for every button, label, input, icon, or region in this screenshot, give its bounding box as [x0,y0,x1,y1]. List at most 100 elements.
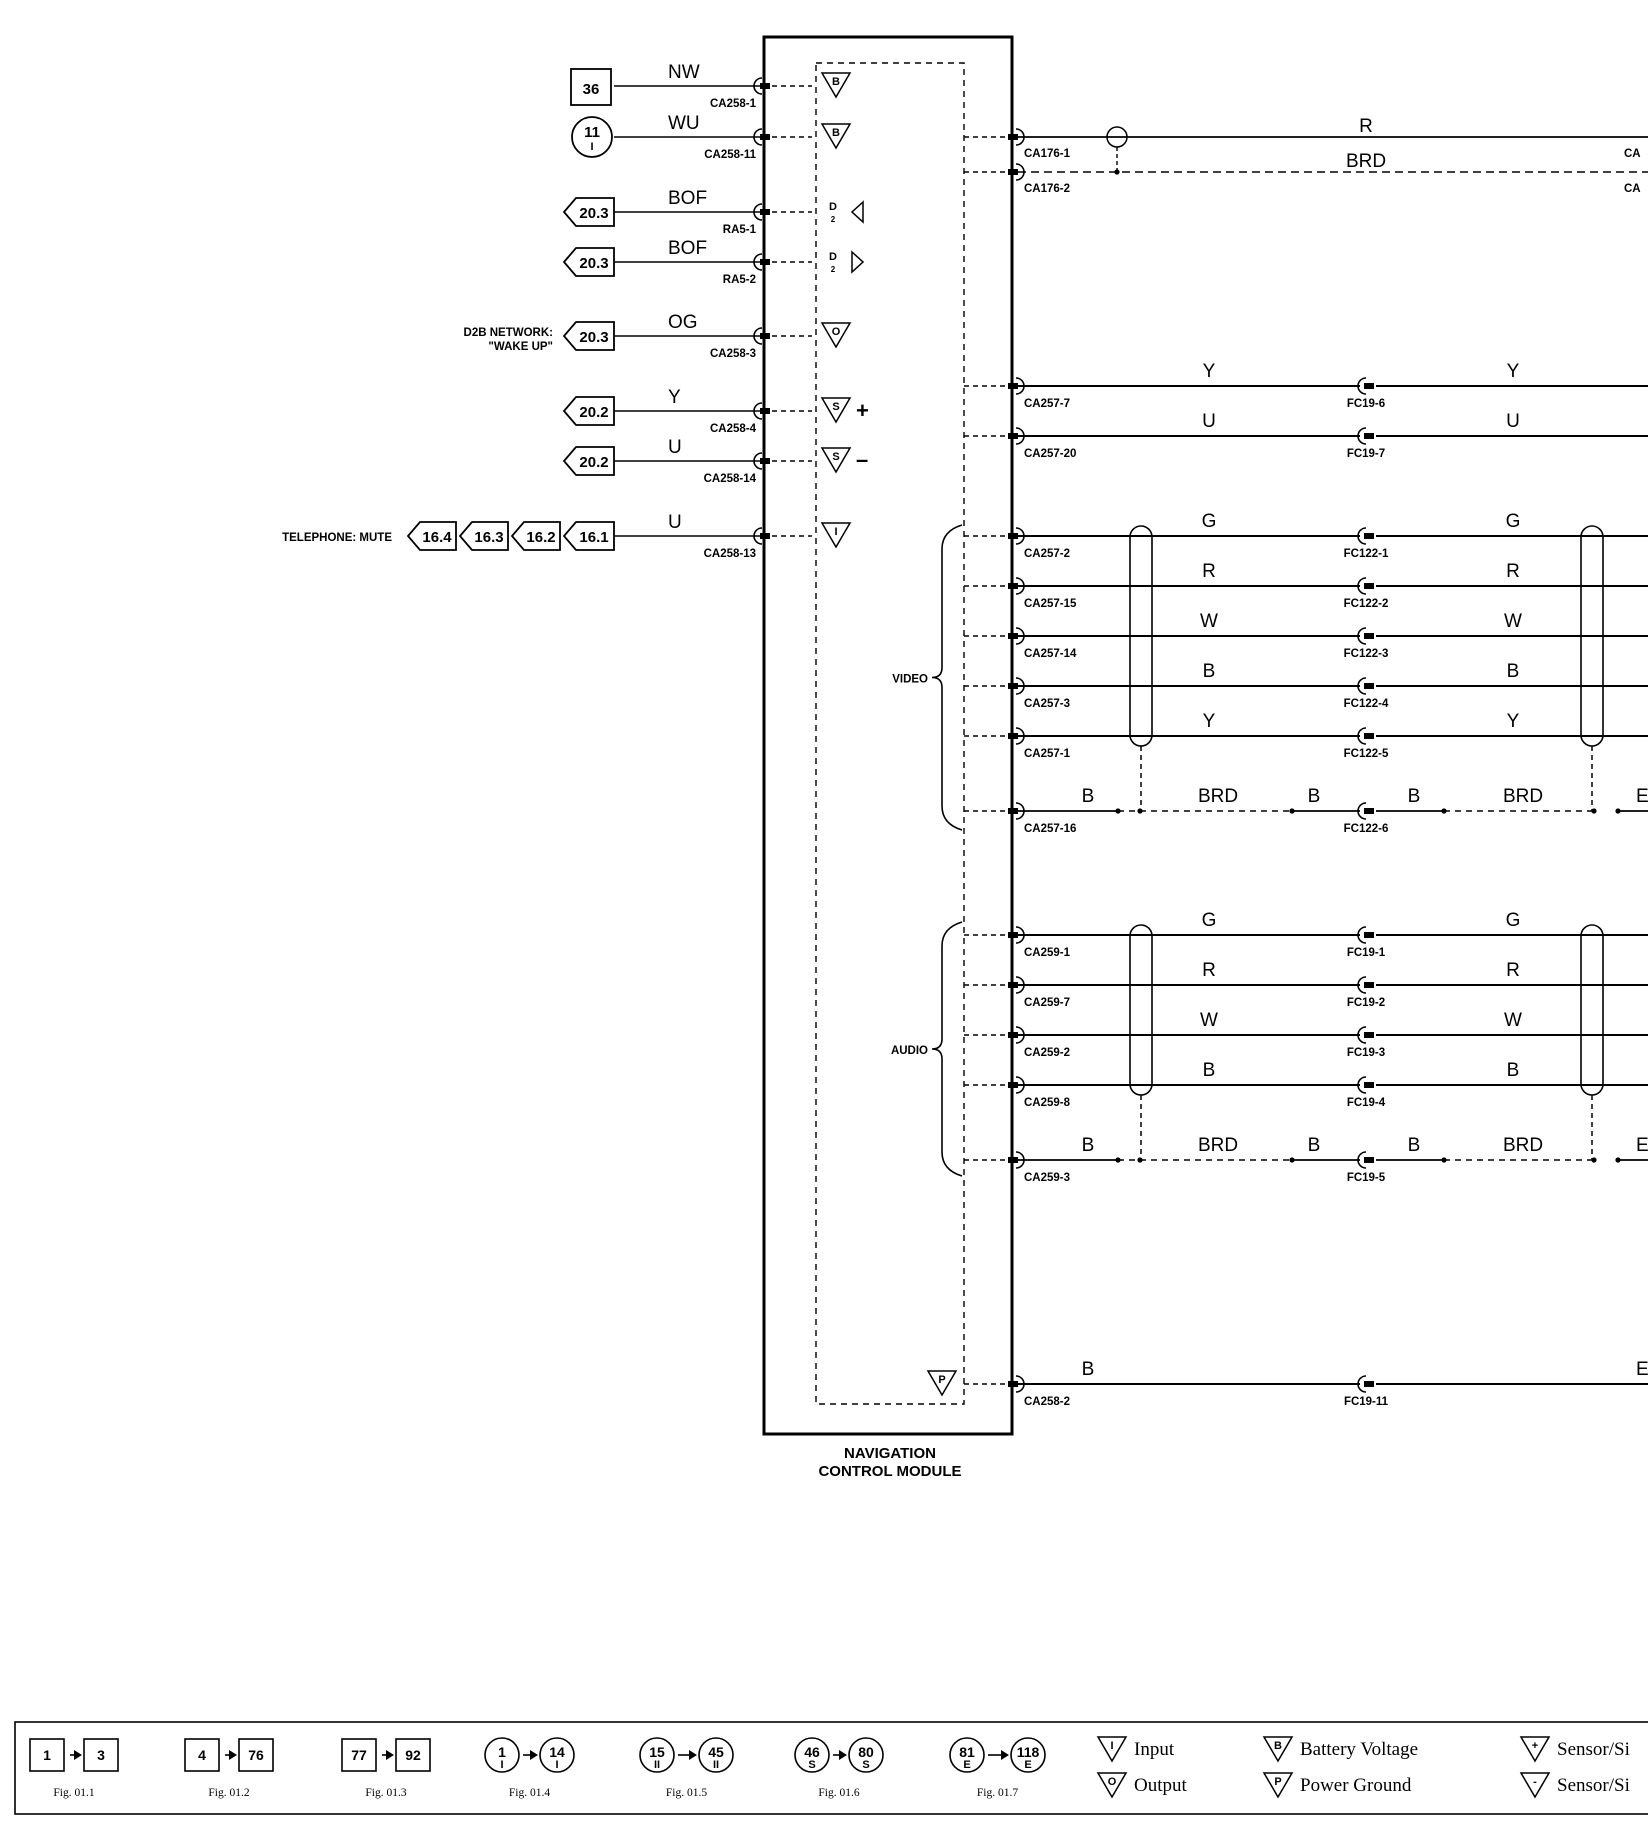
connector-id: RA5-2 [723,274,756,286]
legend-from: 1 [498,1744,506,1760]
video-group-brace [931,524,963,831]
wire-color-label: BRD [1346,151,1386,172]
legend-circle [484,1737,520,1773]
legend-circle [698,1737,734,1773]
connector-pin [1357,976,1367,994]
connector-pin [760,134,770,140]
connector-pin [1008,1381,1018,1387]
wire-color-label: Y [1203,361,1216,382]
connector-id: CA258-14 [704,473,757,485]
legend-sub: II [654,1759,660,1771]
battery-voltage-symbol-letter: B [832,76,840,88]
connector-id: FC19-6 [1347,398,1385,410]
connector-id: CA258-3 [710,348,756,360]
plus-sign: + [856,398,869,423]
d2b-symbol: 2 [831,265,836,274]
connector-pin [1008,982,1018,988]
connector-pin [1364,683,1374,689]
wire-color-label: G [1202,910,1217,931]
connector-id: FC19-3 [1347,1047,1385,1059]
reference-box [570,68,612,106]
legend-symbol-0 [1096,1736,1128,1763]
connector-pin [753,253,763,271]
connector-id: CA257-7 [1024,398,1070,410]
connector-pin [1008,383,1018,389]
d2b-symbol: 2 [831,215,836,224]
connector-pin [1364,433,1374,439]
legend-to: 80 [858,1744,874,1760]
legend-from: 1 [43,1747,51,1763]
connector-id: CA [1624,183,1641,195]
connector-id: CA258-11 [704,149,756,161]
wire-color-label: BRD [1503,786,1543,807]
legend-to: 45 [708,1744,724,1760]
legend-from: 77 [351,1747,367,1763]
arrow-reference-label: 16.1 [579,529,608,546]
arrow-reference-label: 20.3 [579,205,608,222]
wire-color-label: W [1200,1010,1218,1031]
d2b-symbol: D [829,201,837,213]
legend-box [395,1738,431,1772]
legend-box [341,1738,377,1772]
connector-pin [1008,932,1018,938]
cable-shield [1129,924,1153,1096]
legend-fig-label: Fig. 01.7 [977,1787,1018,1799]
legend-to: 76 [248,1747,264,1763]
connector-id: FC122-1 [1344,548,1389,560]
arrow-reference [562,247,615,277]
connector-id: FC122-3 [1344,648,1389,660]
splice-dot [1137,1157,1143,1163]
legend-to: 118 [1017,1744,1040,1760]
reference-box-label: 36 [583,81,600,98]
arrow-reference [406,521,457,551]
connector-pin [1357,427,1367,445]
connector-pin [1364,633,1374,639]
connector-pin [753,77,763,95]
legend-frame [14,1721,1648,1815]
input-symbol-letter: I [834,526,837,538]
legend-symbol-5-letter: - [1533,1776,1537,1788]
connector-pin [1008,683,1018,689]
arrow-reference-label: 20.3 [579,329,608,346]
arrow-reference [562,446,615,476]
wire-color-label: R [1202,561,1216,582]
connector-id: CA257-2 [1024,548,1070,560]
legend-symbol-2-letter: B [1274,1740,1282,1752]
connector-pin [1357,1375,1367,1393]
output-symbol-letter: O [832,326,841,338]
connector-id: FC19-1 [1347,947,1386,959]
connector-id: CA258-13 [704,548,756,560]
d2b-symbol: D [829,251,837,263]
connector-id: FC19-7 [1347,448,1385,460]
connector-pin [1357,1026,1367,1044]
connector-id: FC19-2 [1347,997,1385,1009]
connector-id: CA257-15 [1024,598,1077,610]
connector-pin [1008,533,1018,539]
legend-arrowhead [839,1750,847,1760]
wire-color-label: B [1308,1135,1321,1156]
legend-circle [639,1737,675,1773]
connector-pin [753,402,763,420]
connector-id: CA258-1 [710,98,757,110]
d2b-direction-arrow [850,200,864,224]
legend-symbol-label: Input [1134,1739,1175,1760]
connector-id: CA258-2 [1024,1396,1070,1408]
wire-color-label: U [668,437,682,458]
connector-pin [760,458,770,464]
legend-box [83,1738,119,1772]
connector-pin [1357,1151,1367,1169]
legend-to: 3 [97,1747,105,1763]
wire-color-label: G [1506,511,1521,532]
connector-pin [1008,1082,1018,1088]
connector-pin [1364,383,1374,389]
connector-pin [1008,733,1018,739]
wire-color-label: Y [1507,711,1520,732]
legend-symbol-label: Sensor/Si [1557,1739,1630,1760]
legend-box [184,1738,220,1772]
connector-id: CA258-4 [710,423,757,435]
connector-pin [1364,733,1374,739]
reference-circle-sub: I [590,141,593,153]
connector-pin [1357,727,1367,745]
legend-symbol-1-letter: O [1108,1776,1117,1788]
